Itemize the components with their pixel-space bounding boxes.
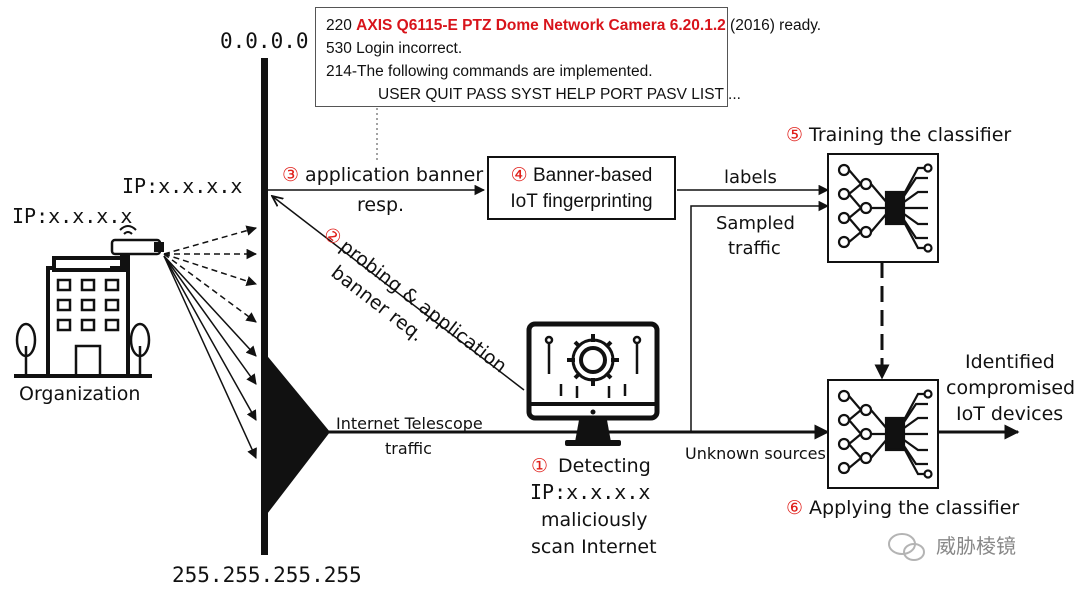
camera-icon <box>110 225 164 272</box>
organization-building-icon <box>14 256 152 378</box>
fingerprinting-line-1: ④ Banner-based <box>510 165 653 186</box>
banner-line-4: USER QUIT PASS SYST HELP PORT PASV LIST … <box>378 86 741 103</box>
banner-line-3: 214-The following commands are implement… <box>326 63 653 80</box>
banner-line-1: 220 AXIS Q6115-E PTZ Dome Network Camera… <box>326 17 822 34</box>
scanner-monitor-icon <box>526 321 660 446</box>
output-line1: Identified <box>965 351 1055 373</box>
step1-line3: scan Internet <box>531 536 657 558</box>
svg-text:②probing & application: ②probing & application <box>319 223 511 378</box>
telescope-text-line2: traffic <box>385 439 432 458</box>
labels-text: labels <box>724 167 777 188</box>
address-space-axis <box>261 58 268 555</box>
probing-arrow <box>272 196 525 391</box>
watermark-text: 威胁棱镜 <box>936 534 1016 558</box>
scanner-ip-label: IP:x.x.x.x <box>122 174 242 198</box>
detected-ip-label: IP:x.x.x.x <box>530 480 650 504</box>
banner-line-2: 530 Login incorrect. <box>326 40 463 57</box>
address-bottom-label: 255.255.255.255 <box>172 563 362 587</box>
step1-line2: maliciously <box>541 509 648 531</box>
telescope-funnel <box>264 352 330 518</box>
telescope-text-line1: Internet Telescope <box>336 414 483 433</box>
sampled-text-line1: Sampled <box>716 213 795 234</box>
fingerprinting-line-2: IoT fingerprinting <box>510 191 653 212</box>
device-model-highlight: AXIS Q6115-E PTZ Dome Network Camera 6.2… <box>356 17 726 34</box>
probe-arrows <box>163 225 258 323</box>
sampled-traffic-arrow <box>690 200 830 432</box>
organization-label: Organization <box>19 383 140 405</box>
unknown-sources-text: Unknown sources <box>685 444 826 463</box>
wechat-logo-icon <box>888 533 925 561</box>
applying-classifier-icon <box>827 379 939 489</box>
fingerprinting-box: ④ Banner-based IoT fingerprinting <box>487 156 676 220</box>
sampled-text-line2: traffic <box>728 238 781 259</box>
step3-label-line2: resp. <box>357 194 404 216</box>
scan-arrows <box>163 255 257 459</box>
banner-response-box: 220 AXIS Q6115-E PTZ Dome Network Camera… <box>315 7 822 107</box>
training-classifier-icon <box>827 153 939 263</box>
org-ip-label: IP:x.x.x.x <box>12 204 132 228</box>
output-line2: compromised <box>946 377 1075 399</box>
address-top-label: 0.0.0.0 <box>220 29 309 53</box>
output-line3: IoT devices <box>956 403 1063 425</box>
step2-label: ②probing & application banner req. <box>319 223 511 378</box>
